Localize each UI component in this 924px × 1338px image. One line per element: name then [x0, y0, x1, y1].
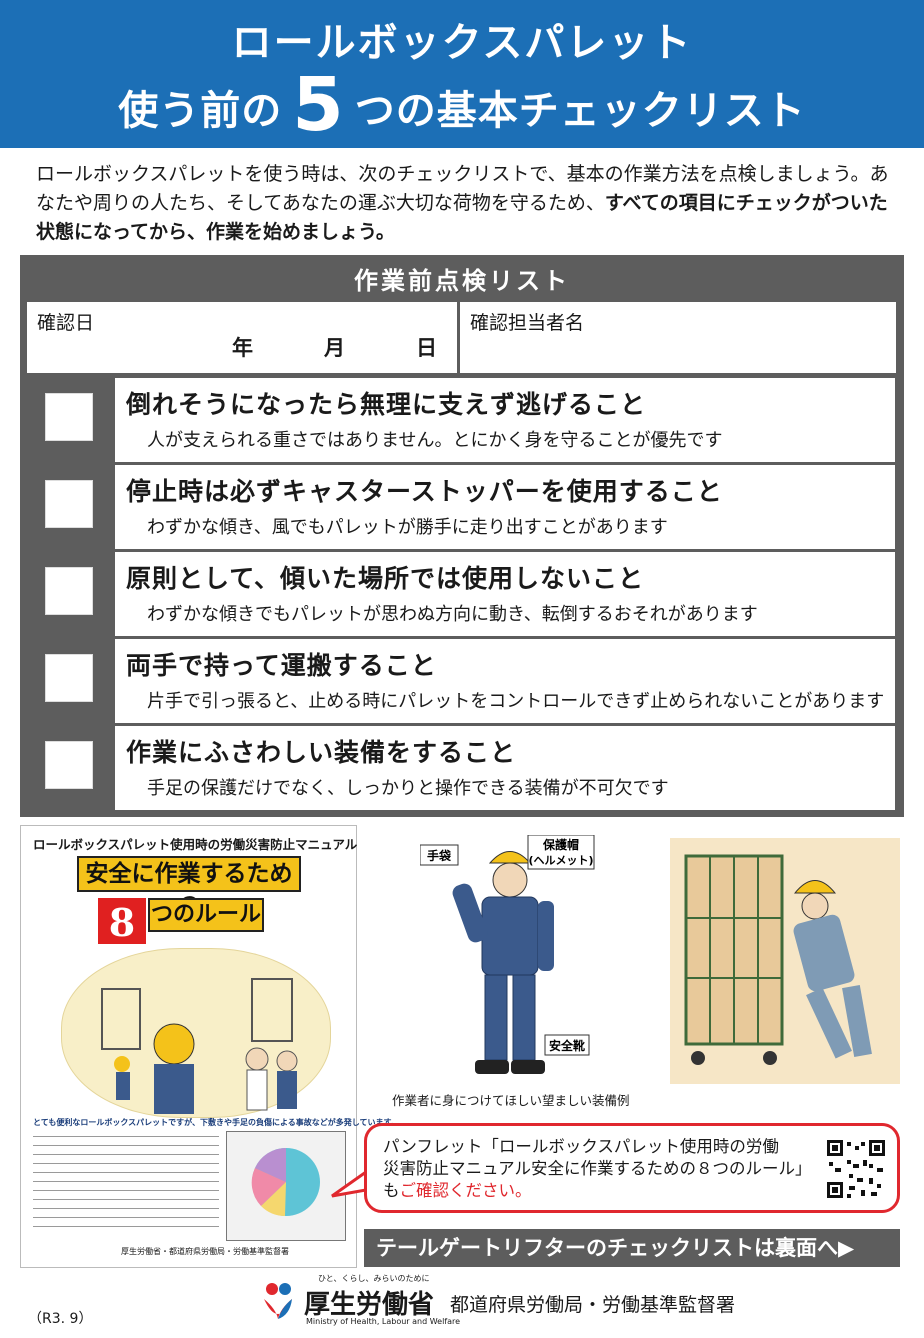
item-heading: 作業にふさわしい装備をすること: [126, 738, 517, 767]
title-number: 5: [292, 62, 345, 148]
worker-equipment-illustration: 手袋 保護帽 (ヘルメット) 安全靴: [420, 835, 595, 1074]
revision-label: （R3. 9）: [28, 1311, 93, 1327]
checklist-item-content: 両手で持って運搬すること 片手で引っ張ると、止める時にパレットをコントロールでき…: [115, 639, 895, 723]
intro-text: ロールボックスパレットを使う時は、次のチェックリストで、基本の作業方法を点検しま…: [36, 160, 892, 247]
checklist-item-content: 原則として、傾いた場所では使用しないこと わずかな傾きでもパレットが思わぬ方向に…: [115, 552, 895, 636]
item-heading: 倒れそうになったら無理に支えず逃げること: [126, 390, 647, 419]
checklist-item: 両手で持って運搬すること 片手で引っ張ると、止める時にパレットをコントロールでき…: [20, 639, 904, 723]
gloves-label: 手袋: [427, 848, 452, 863]
checkbox[interactable]: [45, 654, 93, 702]
intro-bold: すべての項目にチェックがついた状態になってから、作業を始めましょう。: [36, 192, 888, 243]
manual-warning: とても便利なロールボックスパレットですが、下敷きや手足の負傷による事故などが多発…: [33, 1118, 399, 1127]
checklist-item-content: 停止時は必ずキャスターストッパーを使用すること わずかな傾き、風でもパレットが勝…: [115, 465, 895, 549]
manual-rule-number: 8: [96, 896, 148, 946]
manual-banner-line2: つのルール: [148, 898, 264, 932]
manual-illustration: [61, 948, 331, 1118]
ministry-tagline: ひと、くらし、みらいのために: [318, 1274, 430, 1283]
checklist-item: 倒れそうになったら無理に支えず逃げること 人が支えられる重さではありません。とに…: [20, 378, 904, 462]
worker-pushing-cart-illustration: [670, 838, 900, 1084]
item-description: 人が支えられる重さではありません。とにかく身を守ることが優先です: [147, 430, 723, 451]
checkbox[interactable]: [45, 741, 93, 789]
workers-illustration: [101, 978, 298, 1114]
ministry-name: 厚生労働省: [304, 1290, 435, 1320]
bureau-name: 都道府県労働局・労働基準監督署: [450, 1294, 736, 1316]
check-date-label: 確認日: [37, 312, 95, 334]
checklist-panel: 作業前点検リスト 確認日 年 月 日 確認担当者名 倒れそうになったら無理に支えず逃…: [20, 255, 904, 817]
checkbox[interactable]: [45, 480, 93, 528]
panel-title: 作業前点検リスト: [354, 267, 570, 295]
checklist-item-content: 倒れそうになったら無理に支えず逃げること 人が支えられる重さではありません。とに…: [115, 378, 895, 462]
item-description: わずかな傾きでもパレットが思わぬ方向に動き、転倒するおそれがあります: [147, 604, 758, 625]
ministry-name-en: Ministry of Health, Labour and Welfare: [306, 1317, 461, 1326]
checkbox[interactable]: [45, 567, 93, 615]
intro-normal: ロールボックスパレットを使う時は、次のチェックリストで、基本の作業方法を点検しま…: [36, 163, 889, 214]
shoes-label: 安全靴: [549, 1038, 585, 1053]
item-description: 片手で引っ張ると、止める時にパレットをコントロールできず止められないことがありま…: [147, 691, 885, 712]
page-title-line1: ロールボックスパレット: [231, 20, 693, 66]
item-heading: 原則として、傾いた場所では使用しないこと: [126, 564, 645, 593]
date-units: 年月日: [232, 332, 438, 362]
manual-pie-chart: [226, 1131, 346, 1241]
qr-code-icon[interactable]: [825, 1138, 887, 1200]
equipment-caption: 作業者に身につけてほしい望ましい装備例: [392, 1093, 630, 1108]
pamphlet-callout: パンフレット「ロールボックスパレット使用時の労働 災害防止マニュアル安全に作業す…: [364, 1123, 900, 1213]
pie-chart-graphic: [251, 1148, 320, 1216]
checkbox[interactable]: [45, 393, 93, 441]
checklist-item: 作業にふさわしい装備をすること 手足の保護だけでなく、しっかりと操作できる装備が…: [20, 726, 904, 810]
callout-line3-pre: も: [383, 1181, 400, 1200]
callout-line3-red: ご確認ください。: [399, 1181, 532, 1200]
manual-pamphlet-thumbnail: ロールボックスパレット使用時の労働災害防止マニュアル 安全に作業するための 8 …: [20, 825, 399, 1268]
item-heading: 両手で持って運搬すること: [126, 651, 437, 680]
checklist-item-content: 作業にふさわしい装備をすること 手足の保護だけでなく、しっかりと操作できる装備が…: [115, 726, 895, 810]
year-label: 年: [232, 336, 254, 360]
helmet-sublabel: (ヘルメット): [528, 854, 593, 867]
manual-banner-line1: 安全に作業するための: [77, 856, 301, 919]
checker-name-label: 確認担当者名: [470, 312, 585, 334]
manual-title: ロールボックスパレット使用時の労働災害防止マニュアル: [33, 837, 358, 852]
checker-name-field[interactable]: 確認担当者名: [460, 302, 896, 373]
callout-line1: パンフレット「ロールボックスパレット使用時の労働: [383, 1137, 779, 1156]
item-heading: 停止時は必ずキャスターストッパーを使用すること: [126, 477, 723, 506]
day-label: 日: [416, 336, 438, 360]
manual-body-text: [33, 1131, 219, 1231]
manual-footer: 厚生労働省・都道府県労働局・労働基準監督署: [121, 1247, 289, 1256]
tailgate-lifter-link[interactable]: テールゲートリフターのチェックリストは裏面へ▶: [364, 1229, 900, 1267]
item-description: わずかな傾き、風でもパレットが勝手に走り出すことがあります: [147, 517, 668, 538]
checklist-item: 停止時は必ずキャスターストッパーを使用すること わずかな傾き、風でもパレットが勝…: [20, 465, 904, 549]
callout-text: パンフレット「ロールボックスパレット使用時の労働 災害防止マニュアル安全に作業す…: [383, 1136, 823, 1202]
callout-line2: 災害防止マニュアル安全に作業するための８つのルール」: [383, 1159, 812, 1178]
callout-line3: もご確認ください。: [383, 1180, 823, 1202]
check-date-field[interactable]: 確認日 年 月 日: [27, 302, 457, 373]
month-label: 月: [324, 336, 346, 360]
ministry-logo-icon: [264, 1283, 292, 1319]
title-suffix: つの基本チェックリスト: [354, 88, 806, 134]
item-description: 手足の保護だけでなく、しっかりと操作できる装備が不可欠です: [147, 778, 669, 799]
title-prefix: 使う前の: [118, 88, 283, 134]
helmet-label: 保護帽: [542, 837, 579, 852]
checklist-item: 原則として、傾いた場所では使用しないこと わずかな傾きでもパレットが思わぬ方向に…: [20, 552, 904, 636]
